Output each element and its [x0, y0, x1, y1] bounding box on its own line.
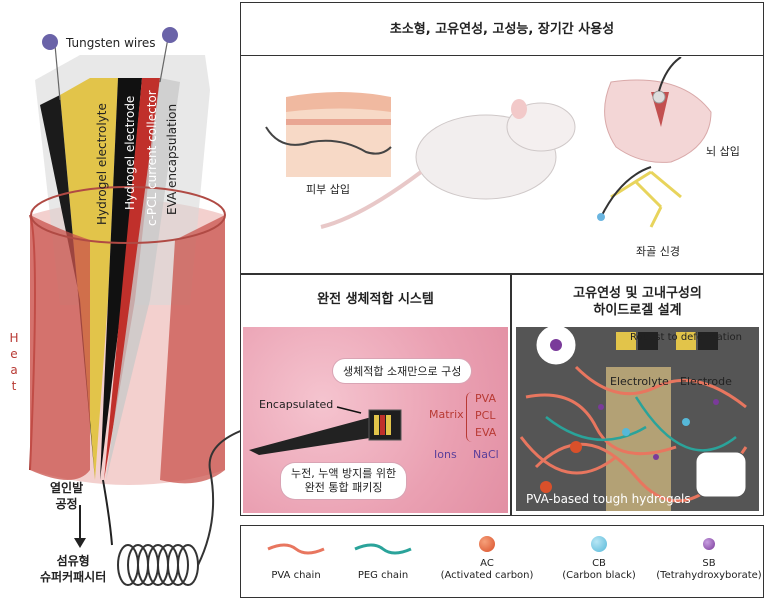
ions-item-nacl: NaCl	[473, 448, 499, 461]
layer-label-encapsulation: EVA encapsulation	[165, 103, 179, 215]
ions-label: Ions	[434, 448, 457, 461]
tungsten-wires-label: Tungsten wires	[66, 36, 156, 50]
matrix-item-pcl: PCL	[475, 409, 496, 422]
drawing-process-label: 열인발 공정	[50, 481, 84, 511]
hydrogel-design-title: 고유연성 및 고내구성의 하이드로겔 설계	[573, 286, 702, 318]
polymer-network	[519, 327, 748, 511]
layer-label-collector: c-PCL current collector	[145, 90, 159, 226]
matrix-item-eva: EVA	[475, 426, 497, 439]
sciatic-nerve-label: 좌골 신경	[636, 245, 680, 258]
electrode-label: Electrode	[680, 375, 732, 388]
legend-panel: PVA chain PEG chain AC (Activated carbon…	[240, 525, 764, 598]
layer-label-electrolyte: Hydrogel electrolyte	[95, 103, 109, 225]
legend-peg: PEG chain	[357, 570, 409, 581]
encapsulated-fiber	[249, 406, 402, 455]
encapsulated-label: Encapsulated	[259, 398, 334, 411]
sb-swatch	[703, 538, 715, 550]
legend-ac: AC (Activated carbon)	[440, 558, 534, 581]
hydrogel-network	[516, 327, 759, 511]
heat-label: H e a t	[9, 331, 19, 393]
legend-cb: CB (Carbon black)	[562, 558, 636, 581]
implant-illustration	[265, 57, 712, 229]
legend-sb: SB (Tetrahydroxyborate)	[656, 558, 762, 581]
matrix-label: Matrix	[429, 408, 464, 421]
biocompatible-system-title: 완전 생체적합 시스템	[317, 292, 434, 307]
matrix-list: PVA PCL EVA	[475, 390, 496, 441]
biocompatible-system-panel: 완전 생체적합 시스템 생체적합 소재만으로 구성 Encapsulated M…	[240, 274, 511, 516]
biocompatible-materials-bubble: 생체적합 소재만으로 구성	[333, 359, 472, 383]
matrix-bracket	[466, 392, 473, 442]
matrix-item-pva: PVA	[475, 392, 496, 405]
robust-deformation-label: Robust to deformation	[630, 332, 742, 343]
brain-insertion-label: 뇌 삽입	[706, 145, 740, 158]
top-panel: 초소형, 고유연성, 고성능, 장기간 사용성 피부 삽입 뇌 삽입 좌골 신경	[240, 2, 764, 274]
skin-insertion-label: 피부 삽입	[306, 183, 350, 196]
layer-label-electrode: Hydrogel electrode	[123, 95, 137, 210]
top-panel-title: 초소형, 고유연성, 고성능, 장기간 사용성	[241, 3, 763, 56]
cb-swatch	[591, 536, 607, 552]
hydrogel-design-panel: 고유연성 및 고내구성의 하이드로겔 설계	[511, 274, 764, 516]
fiber-device-illustration	[29, 27, 240, 586]
pva-chain-swatch	[267, 543, 325, 555]
packaging-bubble: 누전, 누액 방지를 위한 완전 통합 패키징	[281, 463, 407, 499]
electrolyte-label: Electrolyte	[610, 375, 669, 388]
pva-hydrogels-label: PVA-based tough hydrogels	[526, 492, 691, 506]
peg-chain-swatch	[354, 543, 412, 555]
fiber-supercapacitor-label: 섬유형 슈퍼커패시터	[40, 554, 107, 584]
legend-pva: PVA chain	[271, 570, 321, 581]
ac-swatch	[479, 536, 495, 552]
